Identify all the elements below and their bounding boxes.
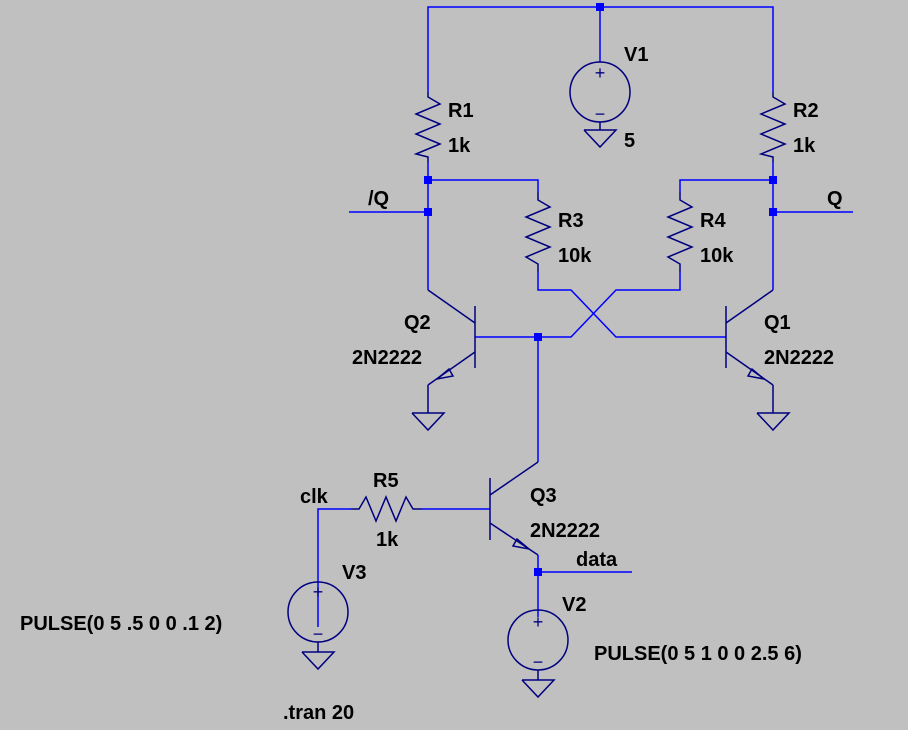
q3-model-label: 2N2222 <box>530 520 600 542</box>
v3-name-label: V3 <box>342 562 366 584</box>
v3-plus-icon: + <box>313 582 324 602</box>
ground-icon <box>756 412 791 432</box>
v1-value-label: 5 <box>624 130 635 152</box>
v1-name-label: V1 <box>624 44 648 66</box>
q2-collector <box>427 289 476 324</box>
transistor-q2 <box>427 289 476 413</box>
r5-name-label: R5 <box>373 470 399 492</box>
junction-dot <box>769 176 777 184</box>
voltage-source-v3: + − <box>287 581 349 671</box>
v2-minus-icon: − <box>533 652 544 672</box>
label-group: V1 5 R1 1k R2 1k R3 10k R4 10k /Q Q Q2 2… <box>20 44 843 724</box>
r2-name-label: R2 <box>793 100 819 122</box>
spice-directive-label: .tran 20 <box>283 702 354 724</box>
junction-dot <box>596 3 604 11</box>
q1-collector <box>725 289 774 324</box>
junction-group <box>424 3 777 576</box>
q3-collector <box>489 461 539 496</box>
v3-minus-icon: − <box>313 624 324 644</box>
q1-name-label: Q1 <box>764 312 791 334</box>
wire-r3-top <box>428 179 539 192</box>
v2-name-label: V2 <box>562 594 586 616</box>
q1-emitter-arrow <box>746 367 767 381</box>
v1-minus-icon: − <box>595 104 606 124</box>
junction-dot <box>769 208 777 216</box>
resistor-r5 <box>351 495 422 523</box>
r3-name-label: R3 <box>558 210 584 232</box>
resistor-r2 <box>758 92 787 162</box>
junction-dot <box>534 333 542 341</box>
net-label-q-bar: /Q <box>368 188 389 210</box>
junction-dot <box>424 208 432 216</box>
ground-icon <box>411 412 446 432</box>
q1-model-label: 2N2222 <box>764 347 834 369</box>
component-group: + − + − + − <box>287 61 791 699</box>
r4-value-label: 10k <box>700 245 734 267</box>
transistor-q1 <box>725 289 774 413</box>
r1-value-label: 1k <box>448 135 471 157</box>
r2-value-label: 1k <box>793 135 816 157</box>
r1-name-label: R1 <box>448 100 474 122</box>
ground-icon <box>583 129 618 149</box>
junction-dot <box>534 568 542 576</box>
q2-model-label: 2N2222 <box>352 347 422 369</box>
r5-value-label: 1k <box>376 529 399 551</box>
resistor-r1 <box>413 92 442 162</box>
transistor-q3 <box>489 461 539 556</box>
wire-r4-top <box>679 179 773 192</box>
r4-name-label: R4 <box>700 210 726 232</box>
r3-value-label: 10k <box>558 245 592 267</box>
v2-plus-icon: + <box>533 612 544 632</box>
wire-clk <box>317 508 351 627</box>
q2-emitter-arrow <box>434 367 455 381</box>
q3-name-label: Q3 <box>530 485 557 507</box>
v3-value-label: PULSE(0 5 .5 0 0 .1 2) <box>20 613 222 635</box>
wire-r3-to-q1-base <box>537 272 726 338</box>
q2-name-label: Q2 <box>404 312 431 334</box>
v1-plus-icon: + <box>595 63 606 83</box>
resistor-r3 <box>524 192 552 272</box>
q3-emitter-arrow <box>511 537 532 551</box>
net-label-data: data <box>576 549 618 571</box>
net-label-clk: clk <box>300 486 329 508</box>
net-label-q: Q <box>827 188 843 210</box>
voltage-source-v2: + − <box>507 609 569 699</box>
junction-dot <box>424 176 432 184</box>
ground-icon <box>301 651 336 671</box>
resistor-r4 <box>666 192 694 272</box>
ground-icon <box>521 679 556 699</box>
v2-value-label: PULSE(0 5 1 0 0 2.5 6) <box>594 643 802 665</box>
voltage-source-v1: + − <box>569 61 631 149</box>
